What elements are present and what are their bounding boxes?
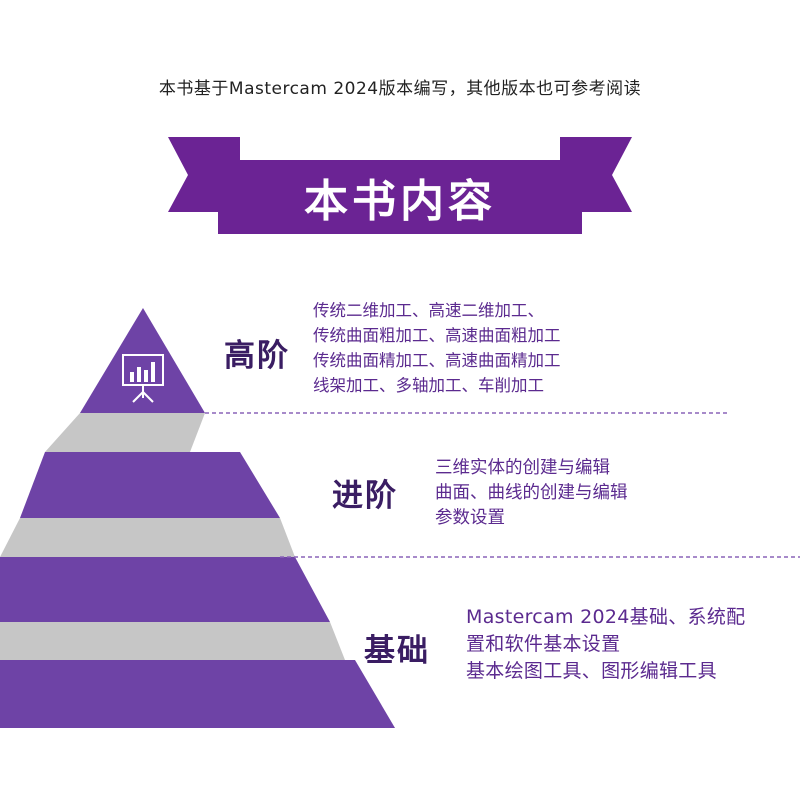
connector-mid [0, 518, 295, 557]
banner-main [218, 160, 582, 234]
edition-note: 本书基于Mastercam 2024版本编写，其他版本也可参考阅读 [158, 79, 642, 99]
level-content-high: 传统二维加工、高速二维加工、 传统曲面粗加工、高速曲面粗加工 传统曲面精加工、高… [313, 298, 561, 398]
connector-low [0, 622, 345, 660]
level-content-base: Mastercam 2024基础、系统配 置和软件基本设置 基本绘图工具、图形编… [466, 604, 745, 685]
level-high-line-1: 传统二维加工、高速二维加工、 [313, 301, 544, 320]
level-base-line-1: Mastercam 2024基础、系统配 [466, 606, 746, 628]
tier-base [0, 660, 395, 728]
level-base-line-2: 置和软件基本设置 [466, 633, 621, 655]
level-title-base: 基础 [364, 633, 430, 669]
tier-third [0, 557, 330, 622]
level-mid-line-1: 三维实体的创建与编辑 [435, 458, 610, 478]
tier-top [80, 308, 205, 413]
level-title-high: 高阶 [224, 338, 290, 374]
level-high-line-3: 传统曲面精加工、高速曲面精加工 [313, 351, 561, 370]
level-title-mid: 进阶 [332, 478, 398, 514]
level-base-line-3: 基本绘图工具、图形编辑工具 [466, 660, 717, 682]
level-mid-line-3: 参数设置 [435, 508, 505, 528]
title-banner [168, 137, 632, 234]
level-content-mid: 三维实体的创建与编辑 曲面、曲线的创建与编辑 参数设置 [435, 456, 628, 531]
banner-title: 本书内容 [304, 176, 496, 227]
presentation-chart-icon [122, 354, 164, 403]
tier-second [20, 452, 280, 518]
level-high-line-4: 线架加工、多轴加工、车削加工 [313, 376, 544, 395]
level-mid-line-2: 曲面、曲线的创建与编辑 [435, 483, 628, 503]
connector-top [45, 413, 205, 452]
level-high-line-2: 传统曲面粗加工、高速曲面粗加工 [313, 326, 561, 345]
